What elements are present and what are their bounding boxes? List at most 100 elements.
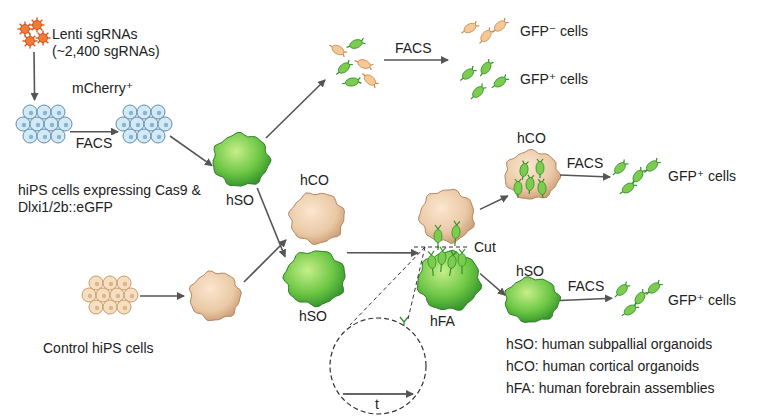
illustrated-item: hSO <box>505 278 560 323</box>
neuron <box>537 179 547 199</box>
stem-cell <box>151 129 165 143</box>
nucleus <box>150 123 154 127</box>
nucleus <box>57 111 61 115</box>
node-label: mCherry⁺ <box>72 80 152 97</box>
nucleus <box>109 306 113 310</box>
nucleus <box>157 111 161 115</box>
process-arrow <box>33 52 35 100</box>
neuron <box>458 249 466 274</box>
neuron <box>468 83 487 102</box>
hSO-organoid <box>213 133 271 187</box>
inset-circle <box>330 318 426 414</box>
nucleus <box>129 111 133 115</box>
neuron <box>477 58 494 78</box>
neuron <box>446 250 458 276</box>
zoom-line <box>350 247 425 325</box>
node-label: hFA <box>430 313 470 330</box>
hSO-organoid <box>283 251 345 307</box>
stem-cell <box>137 129 151 143</box>
nucleus <box>143 111 147 115</box>
node-label: hCO <box>517 130 557 147</box>
neuron <box>518 160 529 180</box>
process-arrow <box>560 175 610 177</box>
process-arrow <box>560 298 612 300</box>
nucleus <box>157 135 161 139</box>
hCO-organoid <box>288 193 344 245</box>
illustrated-item: hFA <box>418 190 480 311</box>
neuron <box>345 37 366 51</box>
virus <box>21 25 30 34</box>
nucleus <box>57 135 61 139</box>
neuron <box>525 175 535 195</box>
illustrated-item: hSO <box>285 250 347 306</box>
illustrated-item: Control hiPS cells <box>85 272 135 318</box>
neuron <box>618 180 638 197</box>
nucleus <box>43 135 47 139</box>
zoom-line <box>408 247 425 319</box>
abbreviation-note: hFA: human forebrain assemblies <box>505 380 716 397</box>
nucleus <box>136 123 140 127</box>
annotation: Cut <box>473 239 497 256</box>
neuron <box>610 159 629 178</box>
virus <box>26 37 35 46</box>
neuron <box>459 20 479 36</box>
illustrated-item: Lenti sgRNAs (~2,400 sgRNAs) <box>18 20 50 52</box>
annotation: t <box>374 396 380 413</box>
neuron <box>490 74 510 91</box>
neuron <box>434 225 442 250</box>
nucleus <box>64 123 68 127</box>
nucleus <box>88 294 92 298</box>
nucleus <box>95 306 99 310</box>
hSO-organoid <box>505 277 561 323</box>
edge-label: FACS <box>75 135 114 152</box>
neuron <box>458 65 478 83</box>
node-label: hSO <box>299 308 339 325</box>
nucleus <box>122 123 126 127</box>
neuron <box>360 71 380 89</box>
neuron <box>642 157 662 175</box>
neuron <box>536 159 544 178</box>
neuron <box>477 27 495 47</box>
illustrated-item: GFP⁺ cells <box>458 60 510 102</box>
neuron <box>437 247 447 273</box>
neuron <box>490 17 510 35</box>
nucleus <box>29 135 33 139</box>
nucleus <box>102 294 106 298</box>
illustrated-item: GFP⁻ cells <box>458 16 510 48</box>
cut-line <box>414 246 470 247</box>
node-label: GFP⁺ cells <box>668 168 758 185</box>
neuron <box>644 279 664 297</box>
hCO-organoid <box>505 149 561 199</box>
stem-cell <box>37 129 51 143</box>
arrow <box>384 59 448 61</box>
nucleus <box>109 282 113 286</box>
illustrated-item: GFP⁺ cells <box>612 282 662 318</box>
process-arrow <box>480 274 505 296</box>
neuron <box>341 76 361 87</box>
stem-cell <box>123 129 137 143</box>
nucleus <box>143 135 147 139</box>
neuron <box>612 281 631 300</box>
illustrated-item: hCO <box>505 150 560 200</box>
node-label: Control hiPS cells <box>43 340 193 357</box>
stem-cell <box>103 300 117 314</box>
nucleus <box>50 123 54 127</box>
node-label: GFP⁺ cells <box>520 71 610 88</box>
abbreviation-note: hCO: human cortical organoids <box>505 358 700 375</box>
process-arrow <box>347 252 418 254</box>
stem-cell <box>51 129 65 143</box>
neuron <box>451 221 461 247</box>
nucleus <box>29 111 33 115</box>
node-label: hiPS cells expressing Cas9 & Dlxi1/2b::e… <box>18 182 203 216</box>
edge-label: FACS <box>566 155 605 172</box>
nucleus <box>129 135 133 139</box>
hSO-organoid <box>417 250 481 310</box>
neuron <box>327 42 347 58</box>
stem-cell <box>89 300 103 314</box>
nucleus <box>123 282 127 286</box>
nucleus <box>95 282 99 286</box>
nucleus <box>22 123 26 127</box>
arrow <box>140 295 184 297</box>
